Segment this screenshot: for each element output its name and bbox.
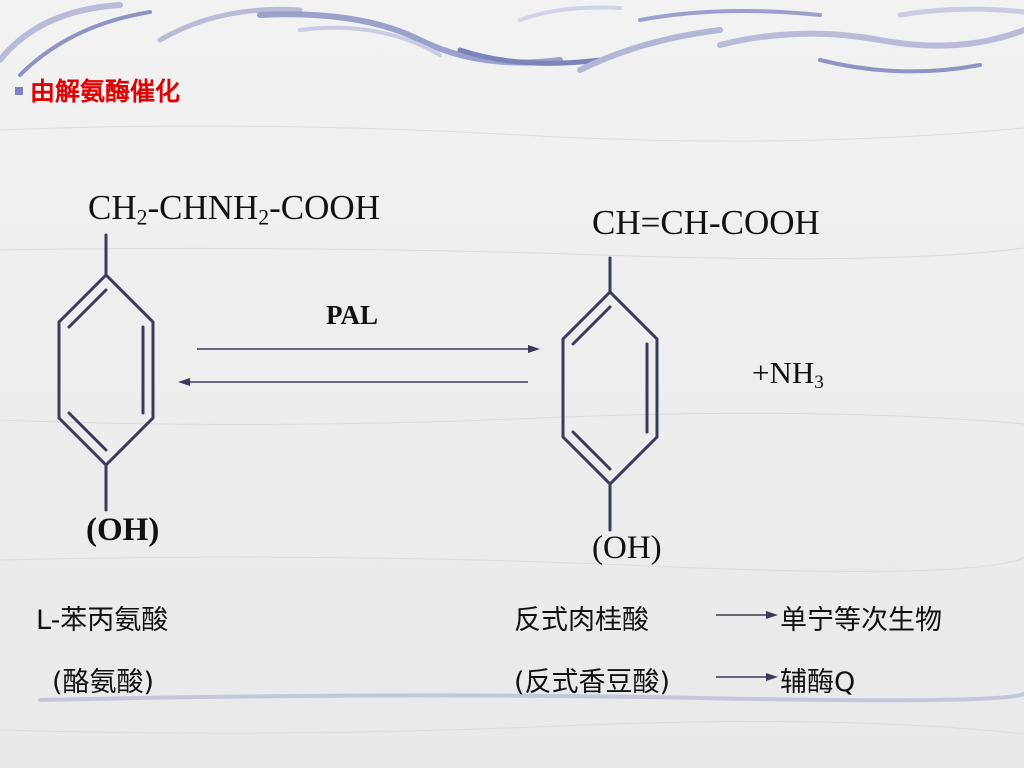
product-substituent: (OH) (592, 530, 662, 566)
reactant-alt-name: (酪氨酸) (52, 667, 155, 698)
product-name: 反式肉桂酸 (514, 605, 649, 636)
reactant-substituent: (OH) (86, 512, 160, 548)
decorative-swirls (0, 2, 1024, 77)
byproduct-ammonia: +NH3 (752, 355, 824, 393)
forward-arrow (197, 345, 540, 353)
downstream-product-1: 单宁等次生物 (780, 605, 942, 636)
downstream-product-2: 辅酶Q (780, 667, 856, 698)
reactant-name: L-苯丙氨酸 (36, 605, 169, 636)
reactant-formula: CH2-CHNH2-COOH (88, 188, 380, 230)
enzyme-label: PAL (326, 300, 378, 330)
downstream-arrow-2 (716, 673, 778, 681)
divider-line (38, 692, 1024, 703)
slide-title: 由解氨酶催化 (30, 77, 181, 106)
reverse-arrow (178, 378, 528, 386)
benzene-ring-left (57, 233, 155, 512)
bullet-icon (15, 87, 23, 95)
product-formula: CH=CH-COOH (592, 203, 820, 242)
benzene-ring-right (561, 256, 659, 532)
downstream-arrow-1 (716, 611, 778, 619)
product-alt-name: (反式香豆酸) (514, 667, 671, 698)
